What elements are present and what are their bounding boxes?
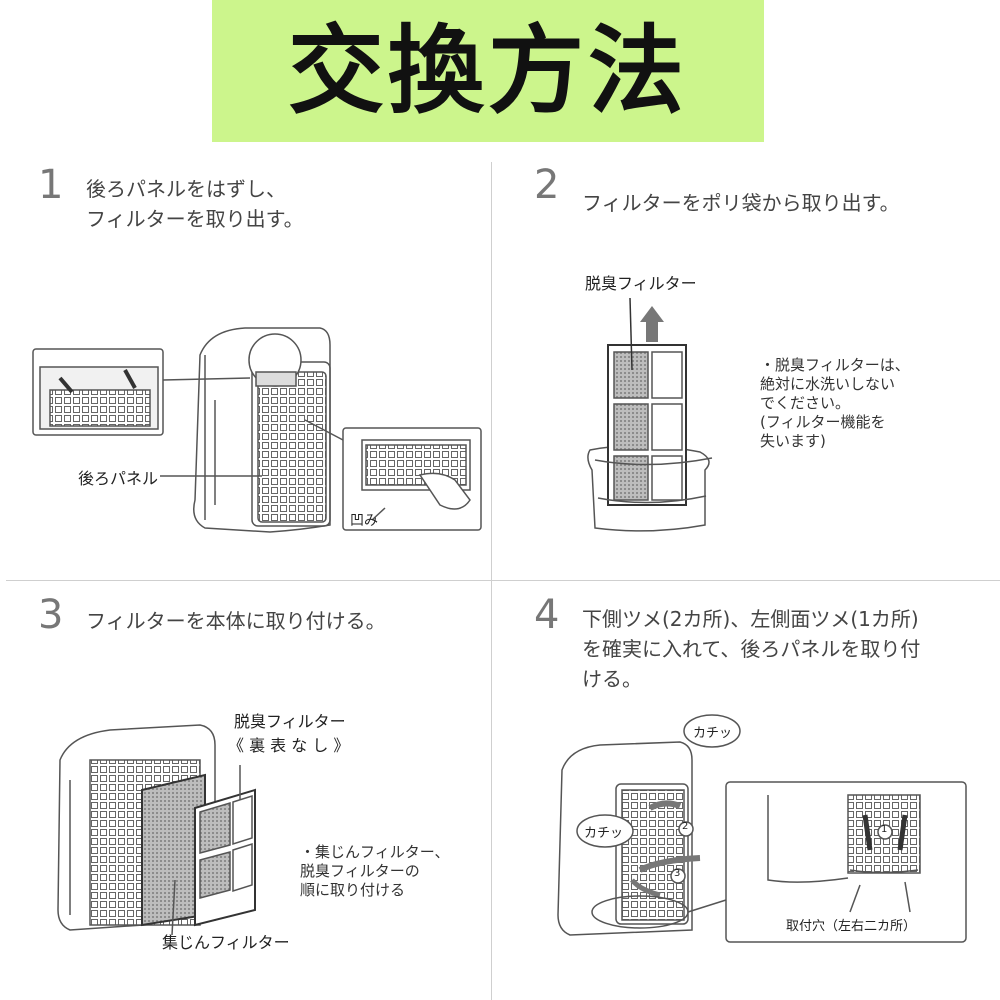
vertical-divider bbox=[491, 162, 492, 1000]
click-label-2: カチッ bbox=[584, 826, 624, 841]
step-3-number: 3 bbox=[38, 592, 64, 638]
deodorizing-filter-label-2: 脱臭フィルター bbox=[234, 712, 346, 731]
step-2-illustration bbox=[587, 297, 713, 532]
deodorizing-filter-label: 脱臭フィルター bbox=[585, 274, 697, 293]
step-1-illustration bbox=[32, 327, 482, 533]
rear-panel-label: 後ろパネル bbox=[78, 469, 159, 488]
no-wash-note: ・脱臭フィルターは、 絶対に水洗いしない でください。 (フィルター機能を 失い… bbox=[760, 356, 910, 450]
step-2-text: フィルターをポリ袋から取り出す。 bbox=[582, 191, 900, 215]
step-4-illustration bbox=[557, 714, 967, 943]
order-note: ・集じんフィルター、 脱臭フィルターの 順に取り付ける bbox=[300, 843, 450, 899]
click-label-1: カチッ bbox=[693, 726, 733, 741]
step-1-number: 1 bbox=[38, 162, 64, 208]
title-banner: 交換方法 bbox=[212, 0, 764, 142]
step-1-text: 後ろパネルをはずし、 フィルターを取り出す。 bbox=[86, 177, 304, 231]
recess-label: 凹み bbox=[350, 513, 378, 529]
step-2-number: 2 bbox=[534, 162, 560, 208]
step-4-text: 下側ツメ(2カ所)、左側面ツメ(1カ所) を確実に入れて、後ろパネルを取り付 け… bbox=[582, 607, 921, 691]
mount-holes-label: 取付穴（左右二カ所） bbox=[786, 919, 917, 934]
step-4-number: 4 bbox=[534, 592, 560, 638]
step-3-illustration bbox=[57, 724, 256, 936]
no-front-back-label: 《 裏 表 な し 》 bbox=[228, 736, 350, 755]
step-3-text: フィルターを本体に取り付ける。 bbox=[86, 609, 386, 633]
circle-1-label: 1 bbox=[881, 824, 888, 835]
page-title: 交換方法 bbox=[288, 15, 688, 127]
horizontal-divider bbox=[6, 580, 1000, 581]
circle-2-label: 2 bbox=[682, 821, 689, 832]
dust-filter-label: 集じんフィルター bbox=[162, 933, 290, 952]
circle-3-label: 3 bbox=[674, 868, 681, 879]
